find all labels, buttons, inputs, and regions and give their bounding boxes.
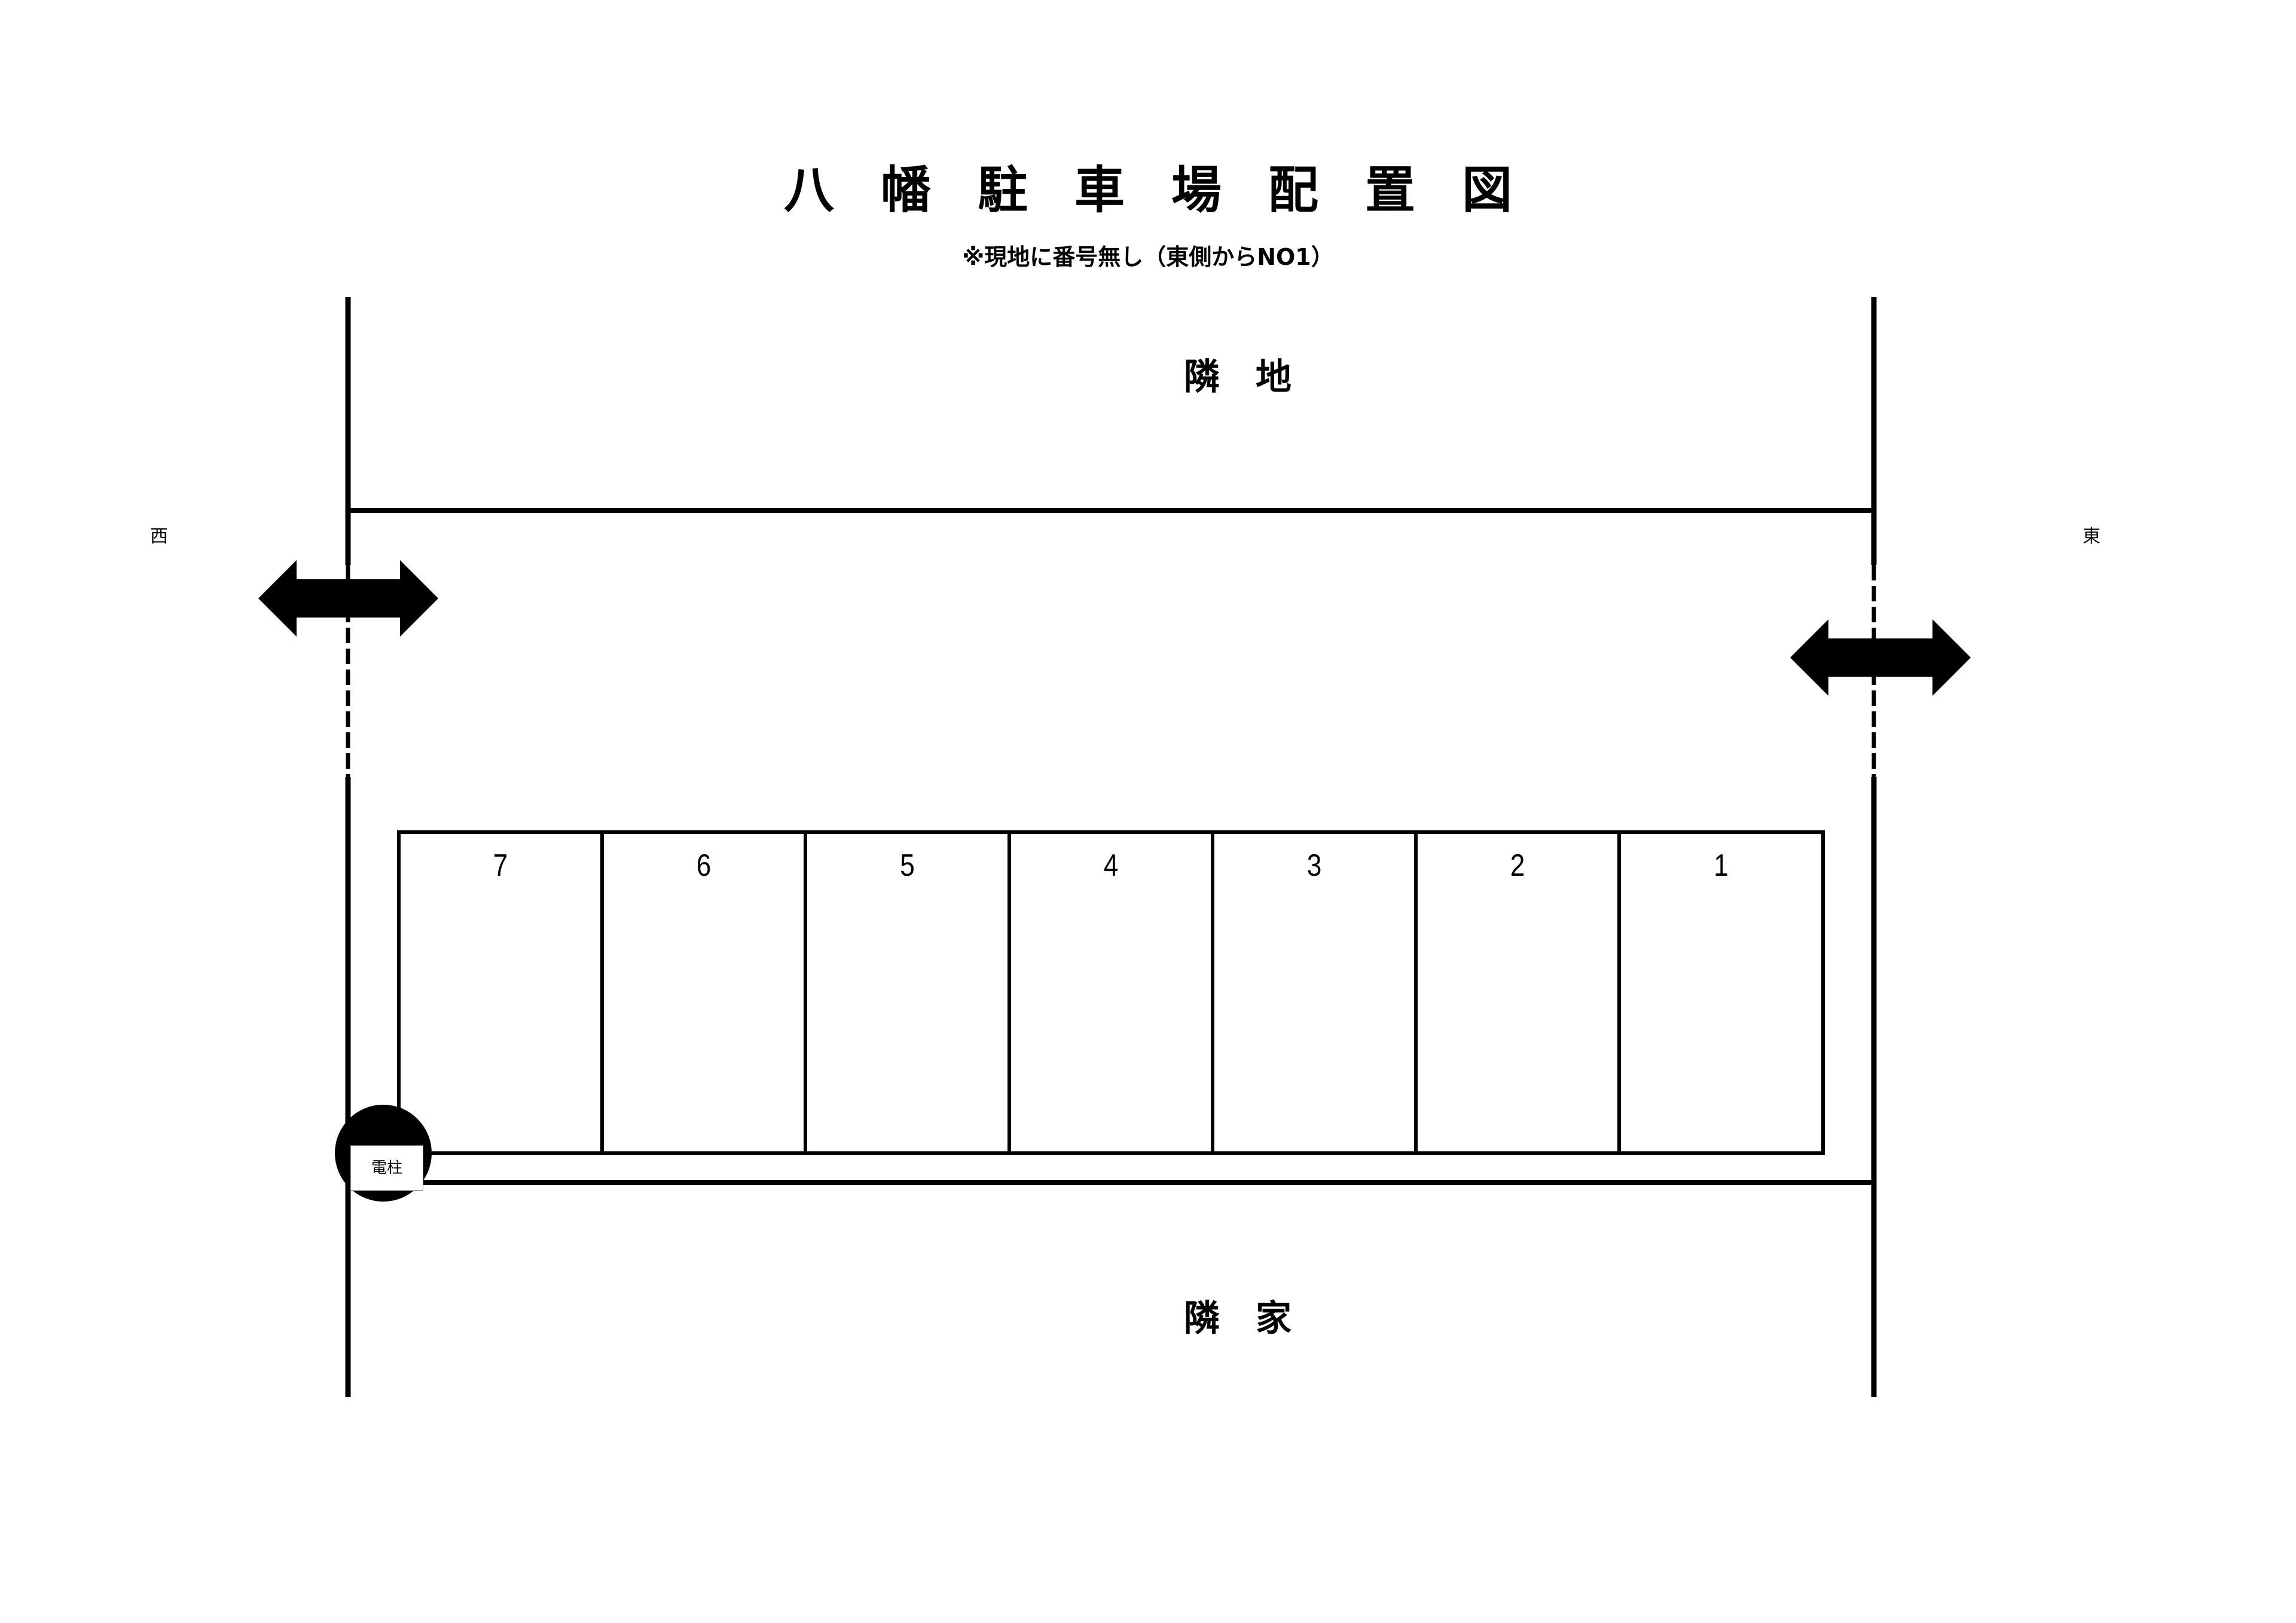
east-label: 東: [2083, 526, 2100, 547]
west-label: 西: [150, 526, 168, 547]
west-entrance-arrow-icon: [258, 560, 438, 637]
stall-block: [397, 830, 1825, 1155]
stall-number-7: 7: [493, 848, 508, 883]
south-neighbor-label: 隣家: [1184, 1298, 1327, 1340]
north-neighbor-label: 隣地: [1184, 356, 1327, 398]
stall-number-4: 4: [1103, 848, 1119, 883]
stall-number-6: 6: [696, 848, 712, 883]
east-entrance-arrow-icon: [1790, 619, 1971, 696]
utility-pole-label: 電柱: [350, 1145, 423, 1191]
page-subtitle: ※現地に番号無し（東側からNO1）: [962, 244, 1334, 270]
page-title: 八幡駐車場配置図: [783, 161, 1559, 219]
stall-number-3: 3: [1306, 848, 1322, 883]
stall-number-1: 1: [1714, 848, 1729, 883]
stall-number-5: 5: [900, 848, 915, 883]
stall-number-2: 2: [1510, 848, 1525, 883]
